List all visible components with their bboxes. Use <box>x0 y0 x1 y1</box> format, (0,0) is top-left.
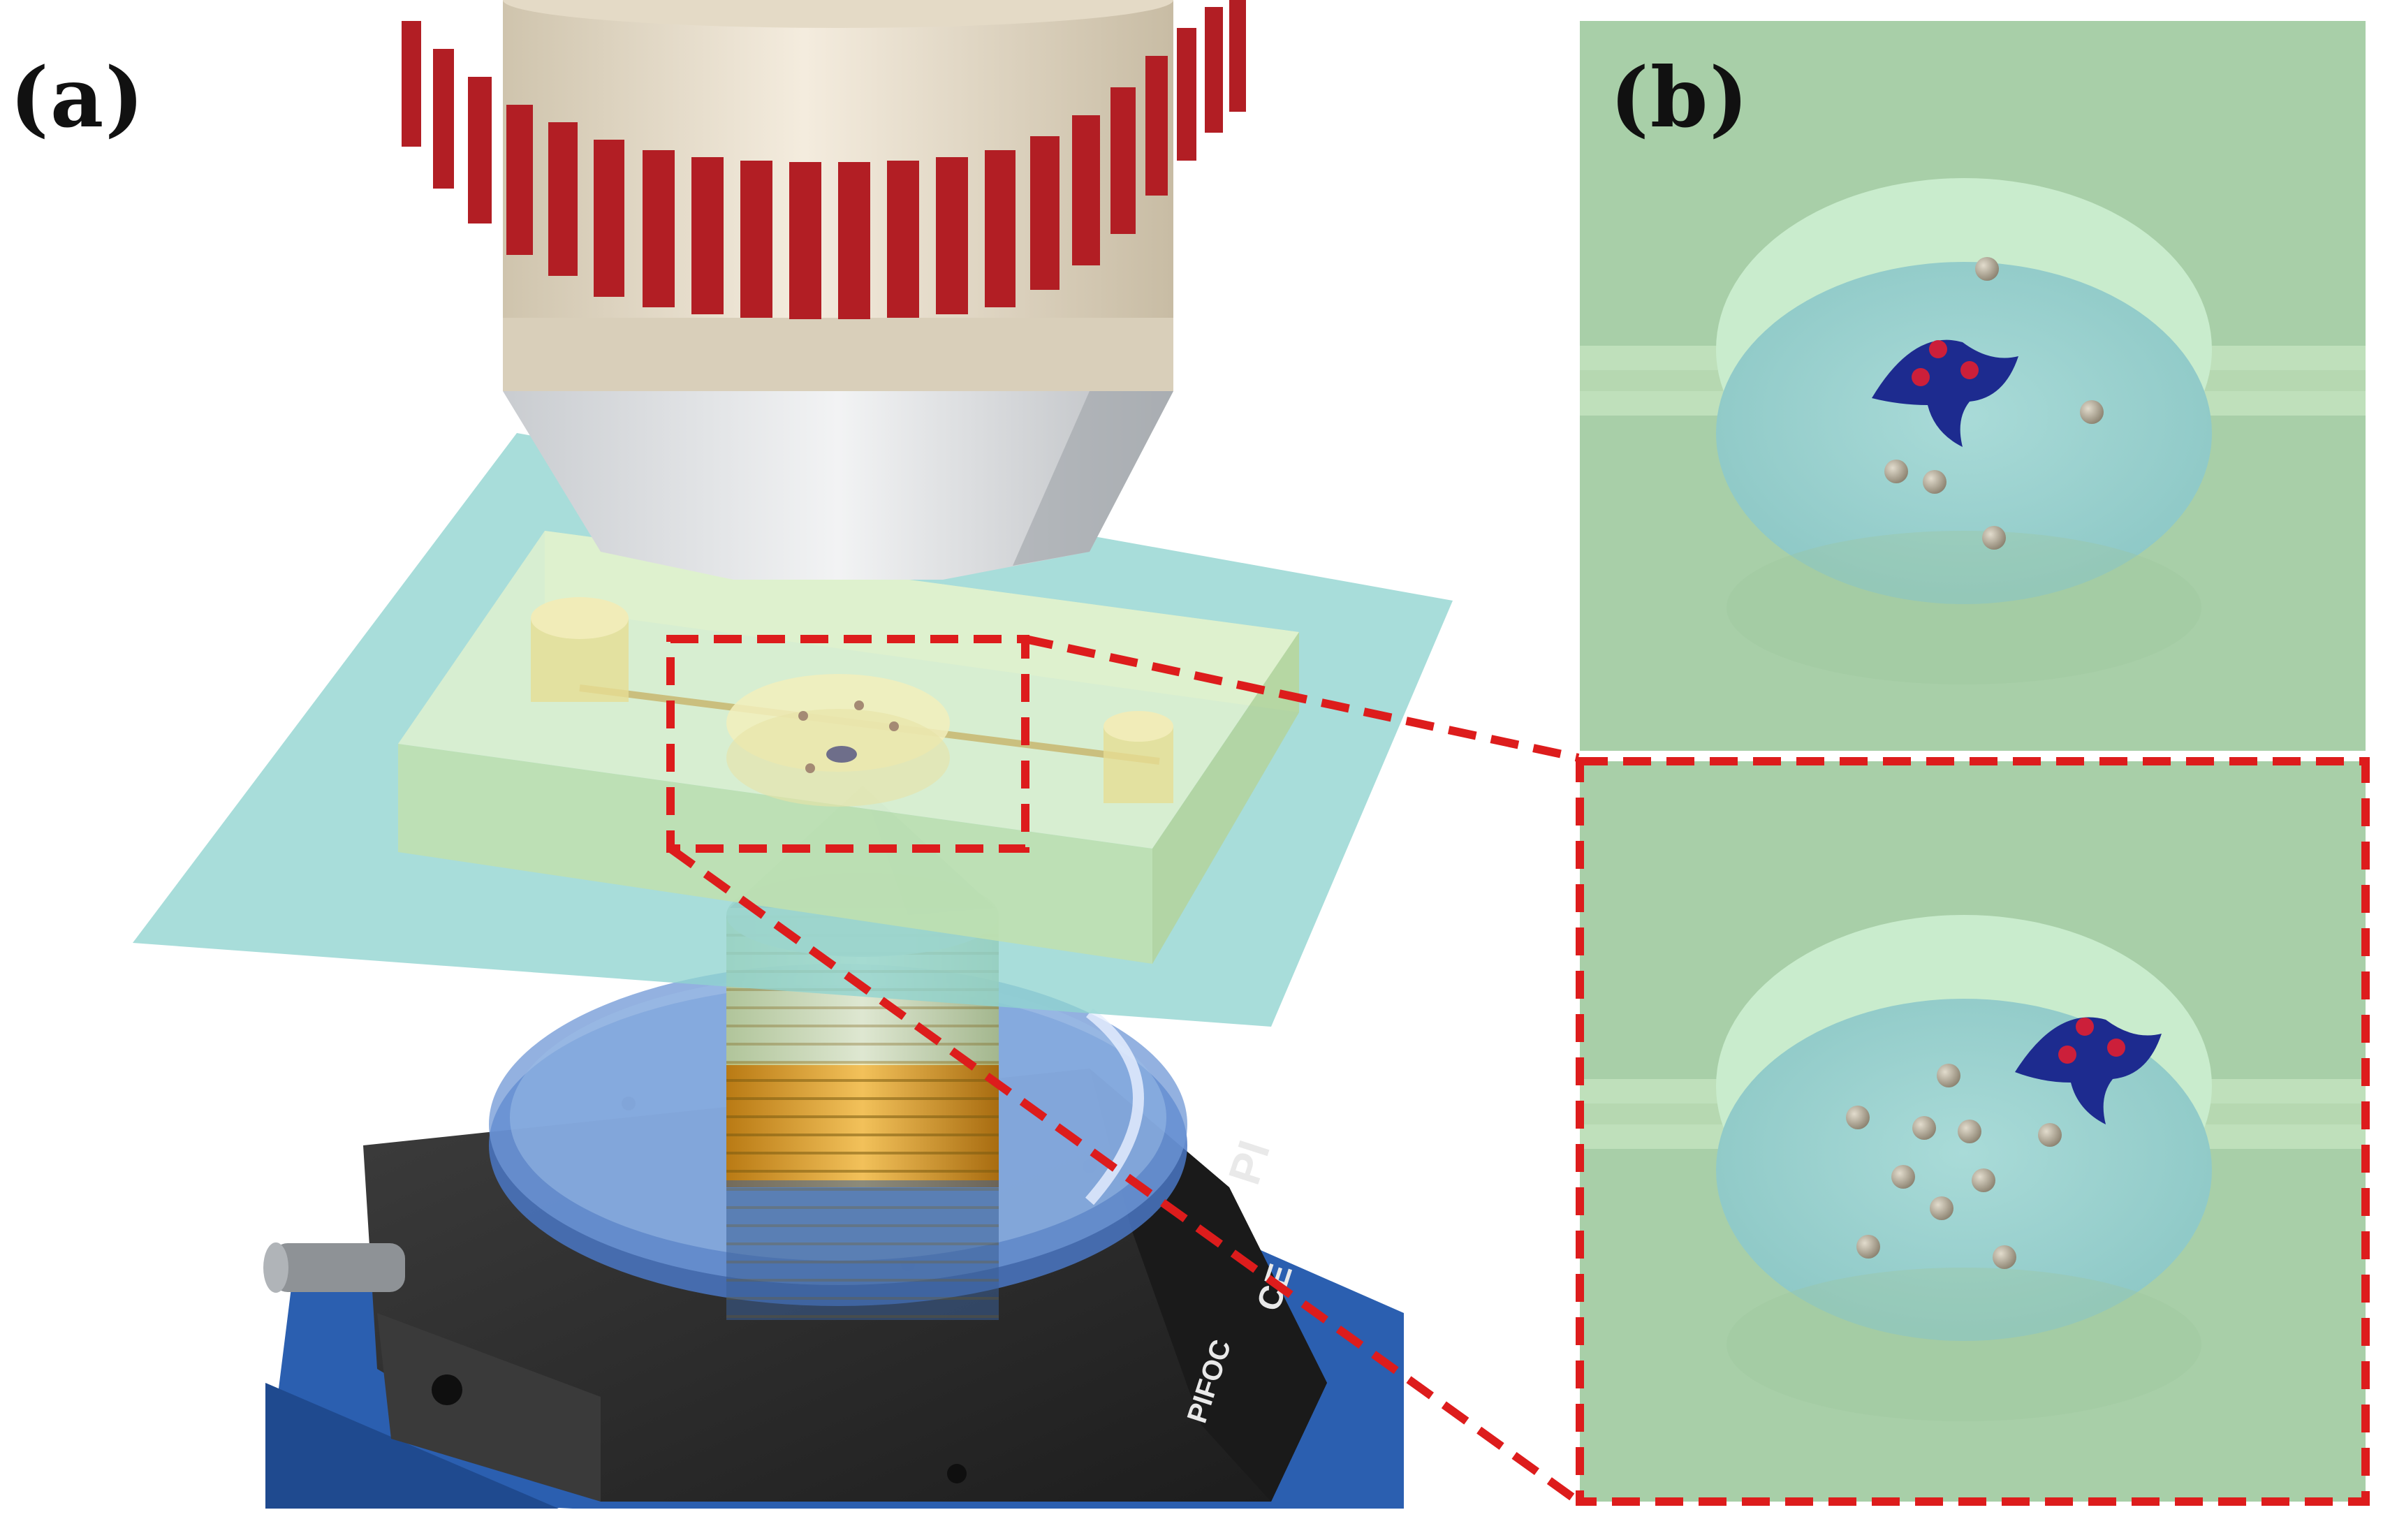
magnetic-coil-array <box>402 0 1246 319</box>
zoom-frame-b <box>1576 757 2370 1506</box>
microscope-objective <box>402 0 1246 580</box>
beads-bottom <box>1846 1064 2062 1269</box>
zoom-connector-lines <box>668 635 1581 1505</box>
beads-top <box>1884 257 2104 550</box>
microfluidic-chip <box>398 531 1299 964</box>
panel-b <box>1576 21 2370 1506</box>
stage-brand-text: PI <box>1219 1135 1280 1191</box>
panel-b-bottom-inset <box>1576 757 2370 1506</box>
cell-bottom <box>2015 1017 2162 1124</box>
panel-b-top-inset <box>1580 21 2366 751</box>
zoom-region-box <box>666 635 1029 853</box>
panel-label-a: (a) <box>10 49 146 146</box>
panel-a: PI PIFOC CE <box>133 0 1453 1509</box>
panel-label-b: (b) <box>1610 49 1750 146</box>
cell-top <box>1872 339 2018 447</box>
